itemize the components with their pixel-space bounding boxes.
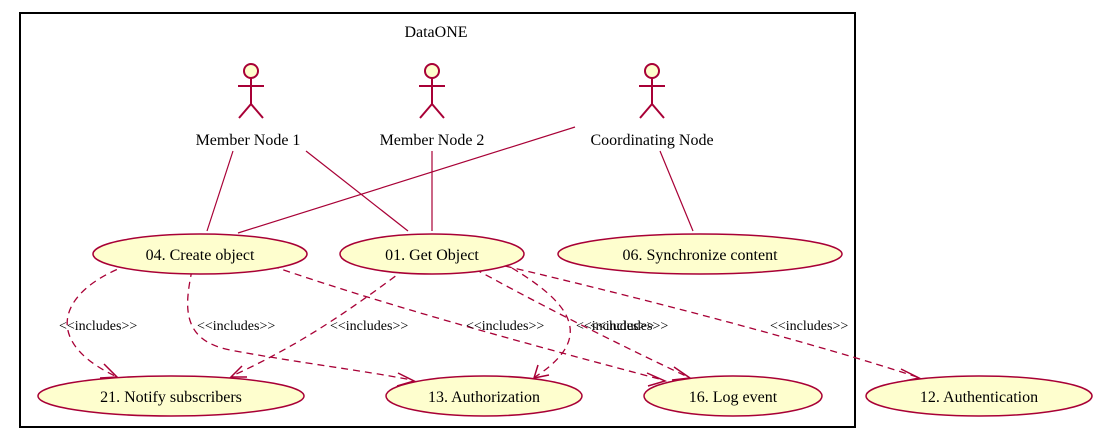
include-label: <<includes>> bbox=[466, 319, 544, 334]
include-label: <<includes>> bbox=[770, 319, 848, 334]
actor-coordinating-node bbox=[639, 63, 665, 119]
usecase-label-synchronize-content: 06. Synchronize content bbox=[622, 247, 778, 264]
actor-member-node-2 bbox=[419, 63, 445, 119]
actor-label-member-node-2: Member Node 2 bbox=[380, 132, 485, 149]
include-get-notify bbox=[231, 268, 406, 377]
include-get-authz bbox=[511, 267, 571, 378]
actor-member-node-1 bbox=[238, 63, 264, 119]
usecase-synchronize-content bbox=[557, 233, 843, 275]
association-cn-create bbox=[237, 126, 576, 234]
include-label: <<includes>> bbox=[59, 319, 137, 334]
usecase-label-notify-subscribers: 21. Notify subscribers bbox=[100, 389, 242, 406]
usecase-get-object bbox=[339, 233, 525, 275]
usecase-notify-subscribers bbox=[37, 375, 305, 417]
include-label: <<includes>> bbox=[197, 319, 275, 334]
usecase-label-authorization: 13. Authorization bbox=[428, 389, 540, 406]
usecase-label-authentication: 12. Authentication bbox=[920, 389, 1038, 406]
system-title: DataONE bbox=[404, 24, 467, 41]
usecase-label-get-object: 01. Get Object bbox=[385, 247, 479, 264]
usecase-authentication bbox=[865, 375, 1093, 417]
actor-label-coordinating-node: Coordinating Node bbox=[590, 132, 713, 149]
association-mn1-get bbox=[305, 150, 409, 232]
arrowhead-get-notify bbox=[229, 365, 247, 378]
usecase-label-create-object: 04. Create object bbox=[146, 247, 255, 264]
include-create-authz bbox=[186, 269, 413, 381]
association-cn-sync bbox=[659, 150, 694, 232]
usecase-create-object bbox=[92, 233, 308, 275]
usecase-log-event bbox=[643, 375, 823, 417]
include-get-log bbox=[474, 268, 689, 378]
arrowhead-create-notify bbox=[99, 363, 119, 379]
usecase-authorization bbox=[385, 375, 583, 417]
include-label: <<includes>> bbox=[590, 319, 668, 334]
actor-label-member-node-1: Member Node 1 bbox=[196, 132, 301, 149]
include-get-authn bbox=[504, 265, 918, 378]
include-create-notify bbox=[66, 264, 129, 377]
system-boundary bbox=[19, 12, 856, 428]
include-label: <<includes>> bbox=[576, 319, 654, 334]
arrowhead-create-log bbox=[646, 372, 668, 387]
include-create-log bbox=[271, 265, 664, 381]
association-mn1-create bbox=[206, 150, 234, 232]
include-label: <<includes>> bbox=[330, 319, 408, 334]
usecase-label-log-event: 16. Log event bbox=[689, 389, 778, 406]
